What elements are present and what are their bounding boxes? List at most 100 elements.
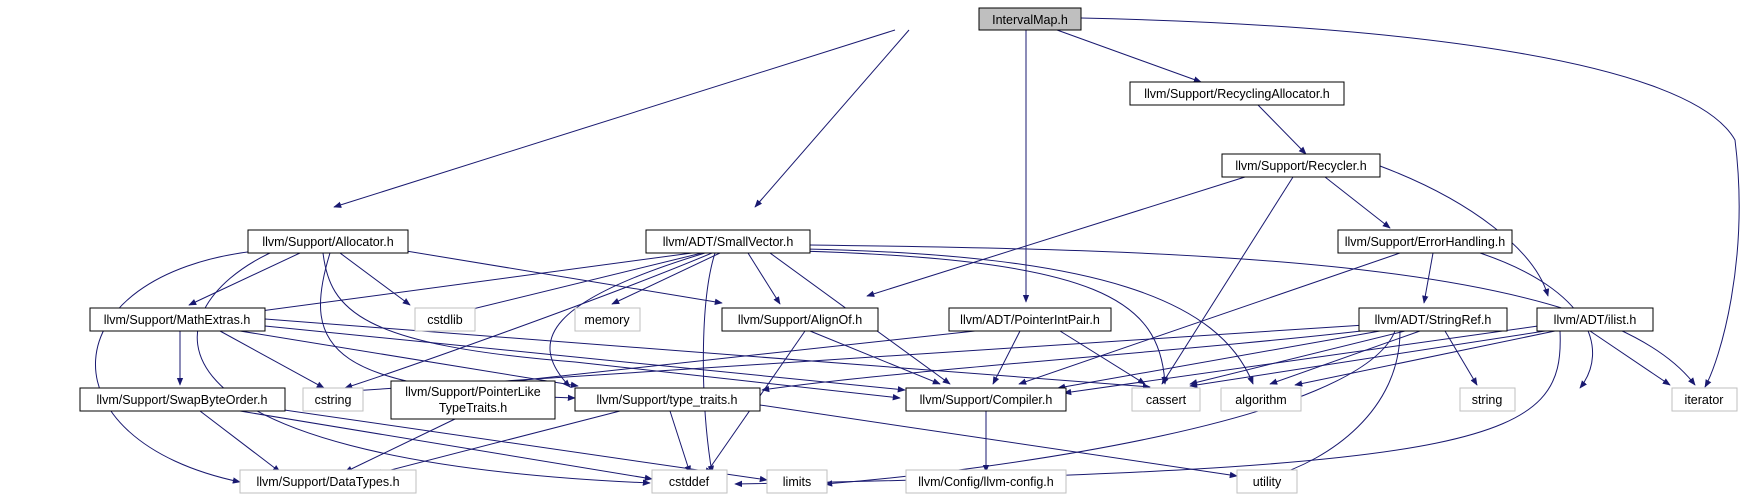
edge-errorhandling-stringref bbox=[1422, 252, 1434, 304]
edge-stringref-algorithm bbox=[1269, 330, 1421, 385]
edge-swapbyteorder-limits bbox=[249, 404, 768, 483]
edge-stringref-string bbox=[1444, 330, 1478, 386]
svg-text:llvm/Support/ErrorHandling.h: llvm/Support/ErrorHandling.h bbox=[1345, 235, 1506, 249]
edge-pointerintpair-cassert bbox=[1059, 330, 1146, 385]
node-intervalmap[interactable]: IntervalMap.h bbox=[978, 7, 1082, 31]
svg-text:cstring: cstring bbox=[315, 393, 352, 407]
edge-pointerintpair-pointerlike bbox=[477, 330, 976, 388]
svg-text:llvm/Config/llvm-config.h: llvm/Config/llvm-config.h bbox=[918, 475, 1054, 489]
svg-text:llvm/Support/Compiler.h: llvm/Support/Compiler.h bbox=[920, 393, 1053, 407]
node-type-traits[interactable]: llvm/Support/type_traits.h bbox=[574, 387, 761, 412]
node-algorithm[interactable]: algorithm bbox=[1220, 387, 1302, 412]
edge-allocator-alignof bbox=[393, 248, 723, 305]
node-errorhandling[interactable]: llvm/Support/ErrorHandling.h bbox=[1337, 229, 1513, 254]
edge-allocator-mathextras bbox=[188, 252, 301, 306]
edge-allocator-compiler bbox=[322, 252, 901, 401]
edge-smallvector-iterator bbox=[808, 244, 1696, 386]
node-cstring[interactable]: cstring bbox=[302, 387, 364, 412]
edge-alignof-compiler bbox=[809, 330, 941, 385]
node-memory[interactable]: memory bbox=[574, 307, 641, 332]
node-compiler[interactable]: llvm/Support/Compiler.h bbox=[905, 387, 1067, 412]
edge-smallvector-mathextras bbox=[245, 252, 693, 316]
svg-text:utility: utility bbox=[1253, 475, 1282, 489]
svg-text:limits: limits bbox=[783, 475, 811, 489]
svg-text:llvm/Support/RecyclingAllocato: llvm/Support/RecyclingAllocator.h bbox=[1144, 87, 1330, 101]
svg-text:cstddef: cstddef bbox=[669, 475, 710, 489]
edge-typetraits-datatypes bbox=[374, 410, 621, 476]
edge-mathextras-cstring bbox=[219, 330, 325, 389]
node-recycler[interactable]: llvm/Support/Recycler.h bbox=[1221, 153, 1381, 178]
node-swapbyteorder[interactable]: llvm/Support/SwapByteOrder.h bbox=[79, 387, 286, 412]
svg-text:string: string bbox=[1472, 393, 1503, 407]
svg-text:iterator: iterator bbox=[1685, 393, 1724, 407]
edge-smallvector-alignof bbox=[747, 252, 781, 305]
edge-recycler-alignof bbox=[866, 176, 1246, 297]
edge-stringref-compiler bbox=[1057, 330, 1381, 390]
svg-text:llvm/Support/Recycler.h: llvm/Support/Recycler.h bbox=[1235, 159, 1366, 173]
node-datatypes[interactable]: llvm/Support/DataTypes.h bbox=[239, 469, 417, 494]
edge-swapbyteorder-datatypes bbox=[199, 410, 281, 473]
edge-stringref-cstring bbox=[350, 324, 1366, 394]
svg-text:llvm/Support/SwapByteOrder.h: llvm/Support/SwapByteOrder.h bbox=[97, 393, 268, 407]
node-cstdlib[interactable]: cstdlib bbox=[414, 307, 476, 332]
edge-smallvector-typetraits bbox=[549, 252, 706, 388]
edge-ilist-compiler bbox=[1063, 324, 1546, 396]
node-iterator[interactable]: iterator bbox=[1671, 387, 1738, 412]
node-allocator[interactable]: llvm/Support/Allocator.h bbox=[247, 229, 409, 254]
edge-recycler-cassert bbox=[1161, 176, 1294, 385]
node-cassert[interactable]: cassert bbox=[1131, 387, 1201, 412]
edge-smallvector-cstdlib bbox=[447, 252, 703, 317]
svg-text:llvm/ADT/PointerIntPair.h: llvm/ADT/PointerIntPair.h bbox=[960, 313, 1100, 327]
edge-mathextras-typetraits bbox=[239, 330, 579, 389]
node-recycling-allocator[interactable]: llvm/Support/RecyclingAllocator.h bbox=[1129, 81, 1345, 106]
node-ilist[interactable]: llvm/ADT/ilist.h bbox=[1536, 307, 1654, 332]
edge-allocator-cstdlib bbox=[339, 252, 411, 306]
svg-text:llvm/ADT/ilist.h: llvm/ADT/ilist.h bbox=[1554, 313, 1637, 327]
svg-text:llvm/Support/AlignOf.h: llvm/Support/AlignOf.h bbox=[738, 313, 862, 327]
edge-smallvector-memory bbox=[611, 252, 721, 305]
edge-smallvector-cstring bbox=[344, 252, 713, 389]
edge-typetraits-utility bbox=[759, 404, 1238, 479]
edge-pointerintpair-compiler bbox=[992, 330, 1021, 385]
svg-text:llvm/ADT/SmallVector.h: llvm/ADT/SmallVector.h bbox=[663, 235, 794, 249]
edge-allocator-datatypes bbox=[94, 250, 256, 484]
node-smallvector[interactable]: llvm/ADT/SmallVector.h bbox=[645, 229, 811, 254]
edge-swapbyteorder-cstddef bbox=[239, 410, 653, 481]
edge-intervalmap-smallvector bbox=[754, 29, 910, 208]
edge-ilist-cassert bbox=[1189, 330, 1546, 389]
edge-recycler-ilist bbox=[1379, 165, 1550, 297]
edge-recycler-errorhandling bbox=[1324, 176, 1391, 229]
svg-text:llvm/Support/type_traits.h: llvm/Support/type_traits.h bbox=[596, 393, 737, 407]
graph-nodes: IntervalMap.h llvm/Support/RecyclingAllo… bbox=[79, 7, 1738, 494]
dependency-edges bbox=[94, 17, 1740, 488]
svg-text:llvm/ADT/StringRef.h: llvm/ADT/StringRef.h bbox=[1375, 313, 1492, 327]
node-limits[interactable]: limits bbox=[766, 469, 828, 494]
node-cstddef[interactable]: cstddef bbox=[651, 469, 728, 494]
svg-text:TypeTraits.h: TypeTraits.h bbox=[439, 401, 507, 415]
edge-recyclingallocator-recycler bbox=[1257, 104, 1307, 155]
edge-intervalmap-iterator bbox=[1080, 17, 1740, 388]
edge-smallvector-cstddef bbox=[702, 252, 716, 474]
edge-errorhandling-compiler bbox=[1018, 252, 1401, 385]
node-alignof[interactable]: llvm/Support/AlignOf.h bbox=[721, 307, 879, 332]
node-llvm-config[interactable]: llvm/Config/llvm-config.h bbox=[905, 469, 1067, 494]
node-pointerlike-typetraits[interactable]: llvm/Support/PointerLike TypeTraits.h bbox=[390, 380, 556, 420]
node-stringref[interactable]: llvm/ADT/StringRef.h bbox=[1358, 307, 1508, 332]
edge-intervalmap-recyclingallocator bbox=[1056, 29, 1202, 83]
node-pointerintpair[interactable]: llvm/ADT/PointerIntPair.h bbox=[948, 307, 1112, 332]
svg-text:llvm/Support/DataTypes.h: llvm/Support/DataTypes.h bbox=[256, 475, 399, 489]
node-string[interactable]: string bbox=[1459, 387, 1516, 412]
edge-ilist-algorithm bbox=[1294, 330, 1556, 387]
svg-text:llvm/Support/PointerLike: llvm/Support/PointerLike bbox=[405, 385, 541, 399]
svg-text:cstdlib: cstdlib bbox=[427, 313, 462, 327]
node-utility[interactable]: utility bbox=[1236, 469, 1298, 494]
edge-stringref-cassert bbox=[1189, 330, 1406, 386]
edge-intervalmap-allocator bbox=[333, 29, 896, 208]
node-mathextras[interactable]: llvm/Support/MathExtras.h bbox=[89, 307, 266, 332]
edge-smallvector-algorithm bbox=[804, 248, 1254, 385]
edge-allocator-cstddef bbox=[196, 252, 651, 486]
svg-text:llvm/Support/Allocator.h: llvm/Support/Allocator.h bbox=[262, 235, 393, 249]
edge-stringref-typetraits bbox=[761, 329, 1371, 393]
svg-text:memory: memory bbox=[584, 313, 630, 327]
